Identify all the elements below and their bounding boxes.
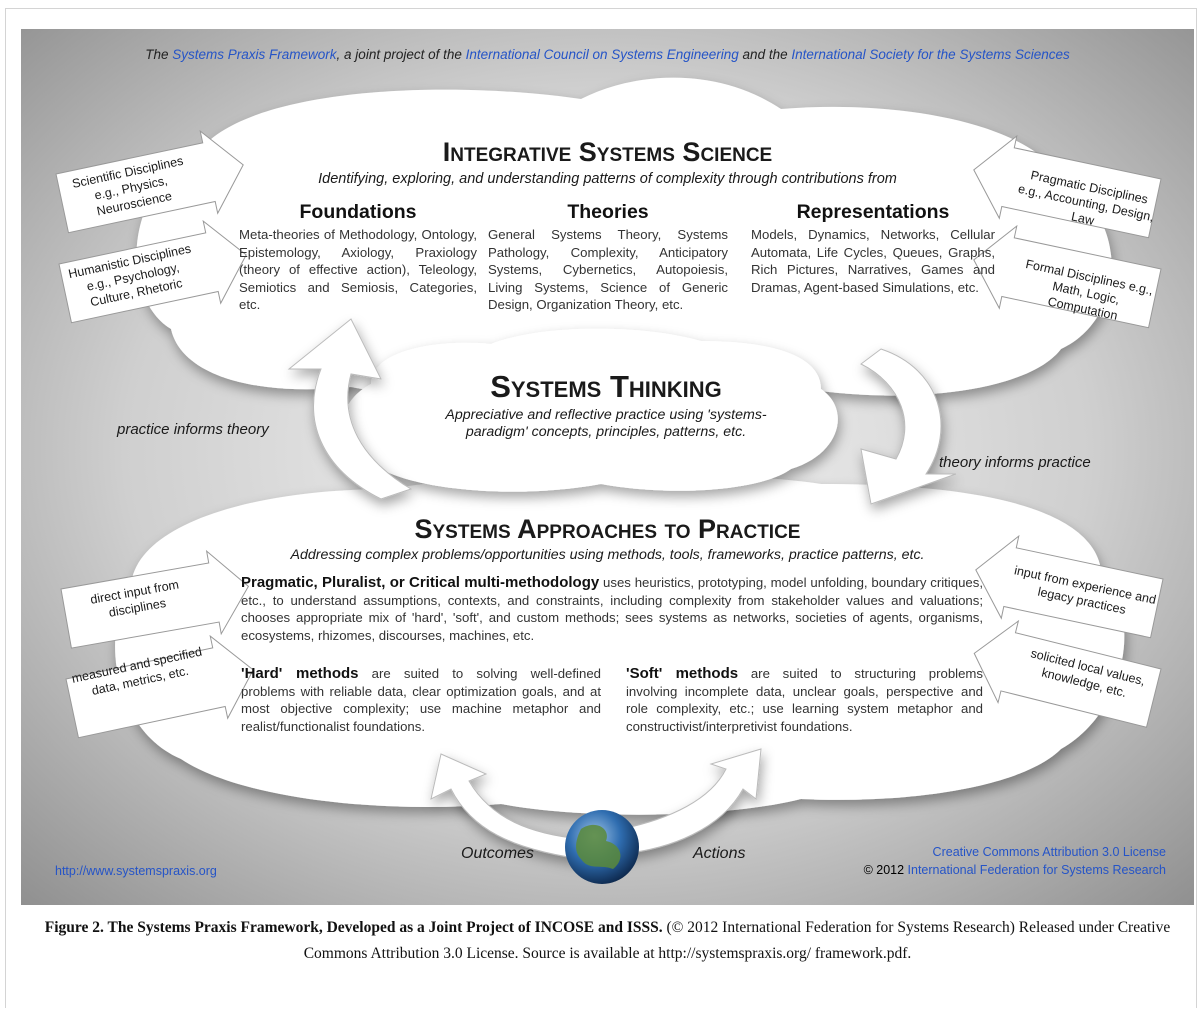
science-subtitle: Identifying, exploring, and understandin… (318, 171, 897, 187)
note-box-experience (975, 534, 1164, 639)
figure-frame: The Systems Praxis Framework, a joint pr… (5, 8, 1197, 1008)
foundations-heading: Foundations (299, 201, 417, 223)
credit-isss-link[interactable]: International Society for the Systems Sc… (791, 47, 1070, 62)
outcomes-label: Outcomes (461, 845, 534, 862)
practice-cloud (115, 473, 1125, 815)
representations-heading: Representations (796, 201, 950, 223)
actions-label: Actions (693, 845, 746, 862)
earth-landmass (576, 824, 621, 869)
note-box-humanistic (58, 219, 247, 324)
credit-incose-link[interactable]: International Council on Systems Enginee… (465, 47, 739, 62)
copyright-pre: © 2012 (863, 863, 908, 877)
multi-methodology-bold: Pragmatic, Pluralist, or Critical multi-… (241, 574, 600, 591)
caption-text: (© 2012 International Federation for Sys… (303, 919, 1171, 962)
multi-methodology-paragraph: Pragmatic, Pluralist, or Critical multi-… (241, 574, 983, 644)
practice-title: Systems Approaches to Practice (414, 514, 801, 544)
systemspraxis-url-link[interactable]: http://www.systemspraxis.org (55, 864, 217, 878)
outcomes-arrow (430, 753, 582, 860)
thinking-title: Systems Thinking (490, 369, 722, 404)
hard-methods-text: are suited to solving well-defined probl… (241, 666, 601, 734)
actions-arrow (620, 748, 762, 855)
soft-methods-paragraph: 'Soft' methods are suited to structuring… (626, 665, 983, 735)
practice-subtitle: Addressing complex problems/opportunitie… (290, 547, 925, 563)
note-box-pragmatic (973, 134, 1162, 239)
foundations-text: Meta-theories of Methodology, Ontology, … (239, 227, 477, 312)
note-box-solicited (973, 619, 1162, 728)
hard-methods-paragraph: 'Hard' methods are suited to solving wel… (241, 665, 601, 735)
caption-bold: Figure 2. The Systems Praxis Framework, … (44, 919, 663, 936)
science-cloud (136, 77, 1112, 402)
practice-informs-theory-arrow (287, 318, 413, 500)
thinking-cloud (342, 328, 838, 492)
credit-mid2: and the (738, 47, 792, 62)
note-box-scientific (55, 129, 244, 234)
soft-methods-bold: 'Soft' methods (626, 665, 739, 682)
theory-informs-practice-arrow (860, 348, 957, 505)
credit-pre: The (145, 47, 173, 62)
representations-text: Models, Dynamics, Networks, Cellular Aut… (751, 227, 995, 295)
ifsr-link[interactable]: International Federation for Systems Res… (907, 863, 1166, 877)
copyright-line: © 2012 International Federation for Syst… (864, 863, 1166, 877)
soft-methods-text: are suited to structuring problems invol… (626, 666, 983, 734)
science-title: Integrative Systems Science (442, 137, 773, 167)
license-link[interactable]: Creative Commons Attribution 3.0 License (932, 845, 1166, 859)
figure-caption: Figure 2. The Systems Praxis Framework, … (26, 915, 1189, 967)
note-box-formal (973, 224, 1162, 329)
thinking-subtitle: Appreciative and reflective practice usi… (445, 407, 767, 440)
credit-line: The Systems Praxis Framework, a joint pr… (21, 47, 1194, 62)
note-box-measured (65, 634, 254, 739)
theory-informs-practice-label: theory informs practice (939, 454, 1091, 471)
practice-informs-theory-label: practice informs theory (117, 421, 269, 438)
credit-mid1: , a joint project of the (336, 47, 466, 62)
theories-heading: Theories (567, 201, 649, 223)
multi-methodology-text: uses heuristics, prototyping, model unfo… (241, 575, 984, 643)
hard-methods-bold: 'Hard' methods (241, 665, 359, 682)
diagram-background (21, 29, 1194, 905)
credit-spf-link[interactable]: Systems Praxis Framework (172, 47, 337, 62)
theories-text: General Systems Theory, Systems Patholog… (488, 227, 728, 312)
note-box-direct-input (60, 549, 250, 649)
praxis-diagram: The Systems Praxis Framework, a joint pr… (21, 29, 1194, 905)
